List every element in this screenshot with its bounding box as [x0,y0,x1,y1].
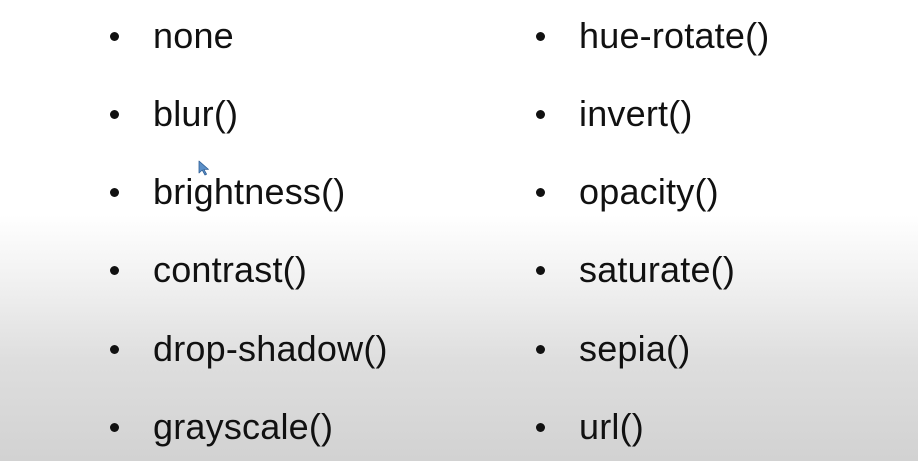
bullet-icon [110,265,119,275]
list-item: opacity() [536,162,719,222]
bullet-icon [110,344,119,354]
filter-sepia-label: sepia() [579,328,691,369]
list-item: sepia() [536,319,690,379]
list-item: blur() [110,84,238,144]
list-item: invert() [536,84,693,144]
list-item: saturate() [536,240,735,300]
bullet-icon [536,344,545,354]
bullet-icon [536,31,545,41]
list-item: drop-shadow() [110,319,388,379]
filter-contrast-label: contrast() [153,249,308,290]
list-item: contrast() [110,240,307,300]
list-item: url() [536,397,644,457]
filter-grayscale-label: grayscale() [153,406,334,447]
filter-url-label: url() [579,406,644,447]
list-item: none [110,6,234,66]
bullet-icon [110,109,119,119]
filter-none-label: none [153,15,234,56]
filter-hue-rotate-label: hue-rotate() [579,15,770,56]
bullet-icon [110,31,119,41]
filter-drop-shadow-label: drop-shadow() [153,328,388,369]
bullet-icon [110,422,119,432]
bullet-icon [110,187,119,197]
filter-opacity-label: opacity() [579,171,719,212]
bullet-icon [536,187,545,197]
bullet-icon [536,265,545,275]
bullet-icon [536,422,545,432]
filter-blur-label: blur() [153,93,239,134]
filter-brightness-label: brightness() [153,171,346,212]
filter-invert-label: invert() [579,93,693,134]
mouse-pointer-icon [198,160,209,176]
filter-saturate-label: saturate() [579,249,736,290]
list-item: brightness() [110,162,345,222]
list-item: grayscale() [110,397,333,457]
list-item: hue-rotate() [536,6,770,66]
bullet-icon [536,109,545,119]
